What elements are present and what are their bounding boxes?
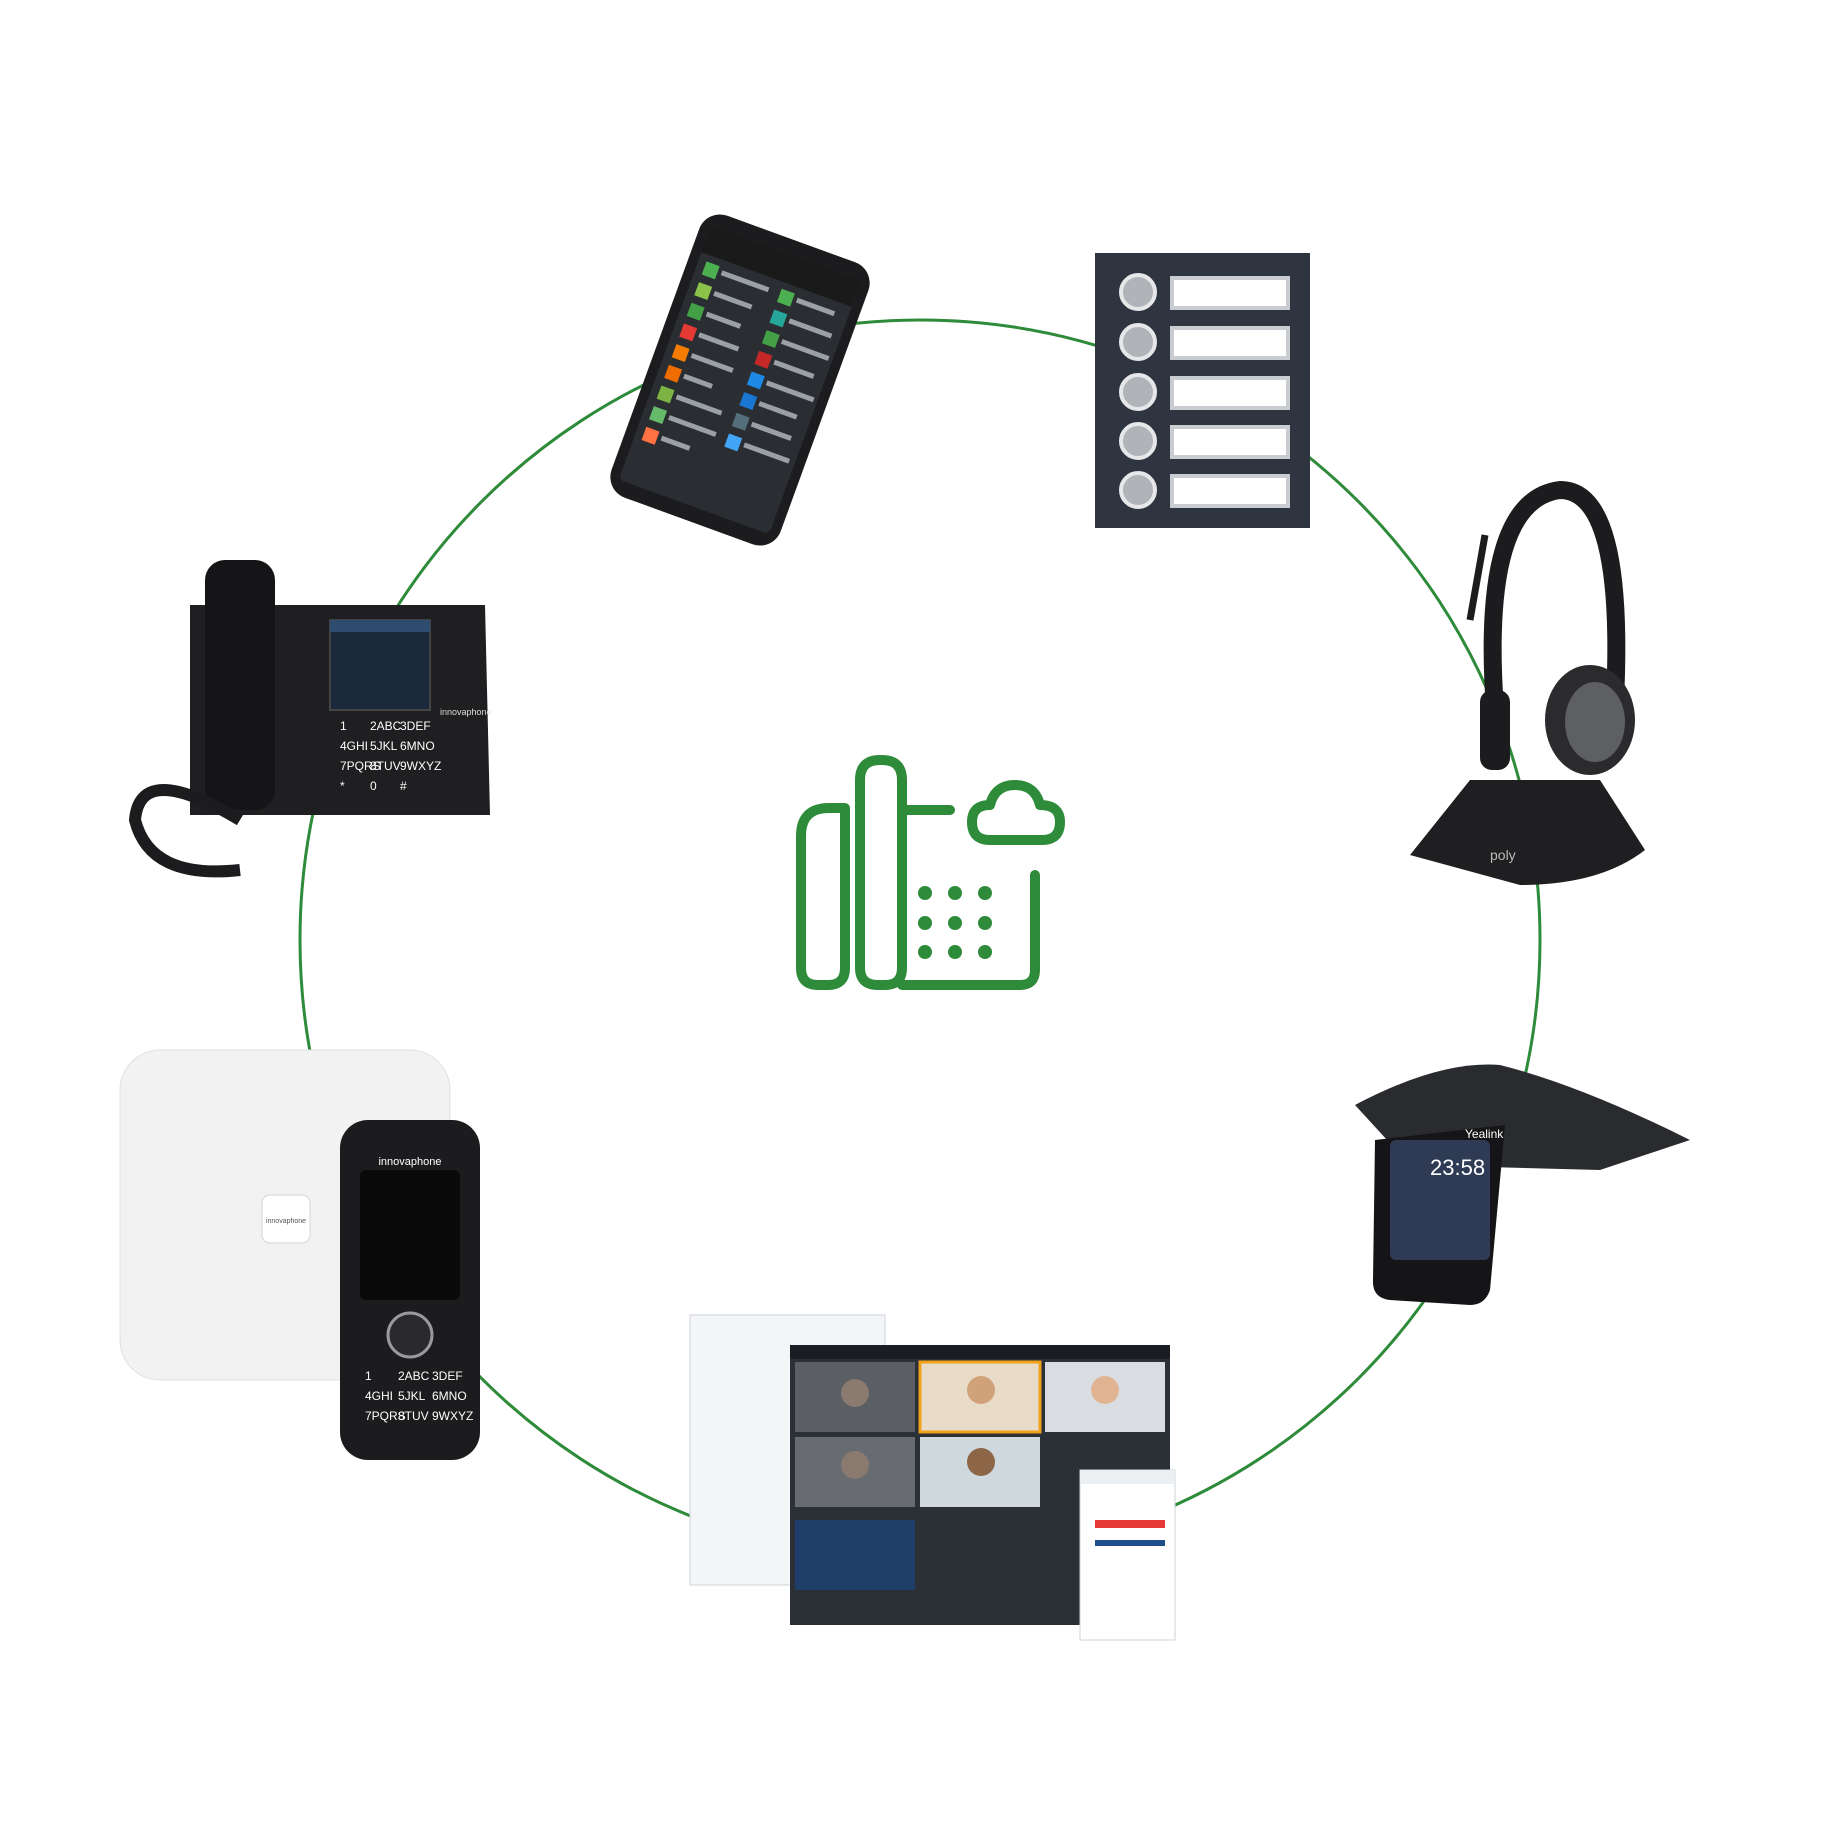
dect-handset-brand: innovaphone: [378, 1156, 441, 1168]
desk-key-0: 0: [370, 779, 377, 793]
desk-key-8: 8TUV: [370, 759, 401, 773]
desk-phone-brand: innovaphone: [440, 707, 492, 717]
desk-key-2: 2ABC: [370, 719, 402, 733]
desk-key-7: 7PQRS: [340, 759, 381, 773]
desk-key-9: 9WXYZ: [400, 759, 441, 773]
video-conference-app: [689, 1314, 1176, 1641]
dect-key-4: 4GHI: [365, 1389, 393, 1403]
headset-brand-label: poly: [1490, 847, 1516, 863]
intercom-panel-device: [1095, 253, 1310, 528]
dect-key-3: 3DEF: [432, 1369, 463, 1383]
dect-key-8: 8TUV: [398, 1409, 429, 1423]
intercom-buttons: [1119, 273, 1157, 509]
dect-key-7: 7PQRS: [365, 1409, 406, 1423]
desk-key-star: *: [340, 779, 345, 793]
conference-phone-brand: Yealink: [1465, 1127, 1504, 1141]
desk-key-6: 6MNO: [400, 739, 435, 753]
phone-app-tiles: [641, 261, 795, 452]
dect-device: innovaphone innovaphone 1 2ABC 3DEF 4GHI…: [119, 1049, 480, 1460]
dect-key-9: 9WXYZ: [432, 1409, 473, 1423]
desk-key-hash: #: [400, 779, 407, 793]
smartphone-device: [610, 214, 870, 546]
desk-phone-device: innovaphone 1 2ABC 3DEF 4GHI 5JKL 6MNO 7…: [128, 560, 492, 878]
name-plates: [1170, 276, 1290, 508]
dect-base-brand: innovaphone: [266, 1218, 306, 1225]
keypad-dots: [918, 886, 992, 959]
desk-key-3: 3DEF: [400, 719, 431, 733]
desk-key-5: 5JKL: [370, 739, 398, 753]
dect-key-1: 1: [365, 1369, 372, 1383]
conference-phone-time: 23:58: [1430, 1155, 1485, 1180]
dect-key-5: 5JKL: [398, 1389, 426, 1403]
dect-key-6: 6MNO: [432, 1389, 467, 1403]
video-tiles: [795, 1360, 1165, 1507]
dect-key-2: 2ABC: [398, 1369, 430, 1383]
cloud-telephone-icon: [796, 755, 1065, 990]
desk-key-1: 1: [340, 719, 347, 733]
conference-phone-device: Yealink 23:58: [1355, 1064, 1690, 1305]
desk-key-4: 4GHI: [340, 739, 368, 753]
headset-device: poly: [1410, 480, 1645, 885]
